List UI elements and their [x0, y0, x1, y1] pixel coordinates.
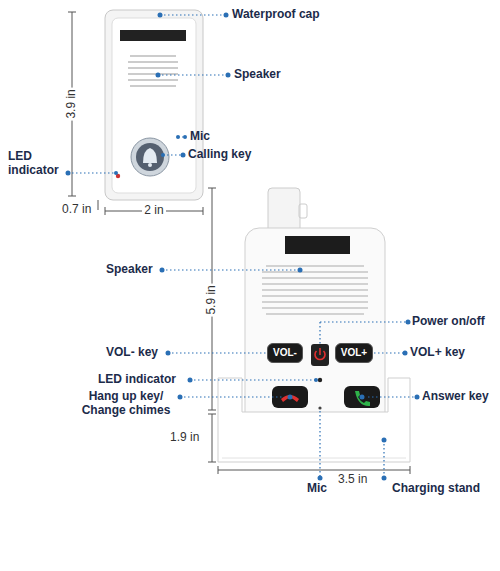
button-text: VOL-	[273, 347, 297, 359]
part-label: Calling key	[188, 148, 251, 162]
part-label: VOL- key	[106, 346, 158, 360]
part-label: VOL+ key	[410, 346, 465, 360]
dimension-label: 2 in	[142, 204, 165, 218]
dimension-label: 0.7 in	[60, 203, 93, 217]
part-label: Answer key	[422, 390, 489, 404]
dimension-label: 3.5 in	[336, 473, 369, 487]
receiver-unit	[245, 188, 385, 443]
dimension-label: 1.9 in	[168, 431, 201, 445]
part-label: Speaker	[106, 263, 153, 277]
part-label: Charging stand	[392, 482, 480, 496]
part-label: Mic	[307, 482, 327, 496]
part-label: Hang up key/ Change chimes	[74, 390, 178, 418]
dimension-lines	[68, 12, 410, 474]
leader-lines	[68, 15, 417, 478]
volume-button: VOL-	[267, 343, 303, 363]
leader-dots	[66, 13, 420, 481]
part-label: Speaker	[234, 68, 281, 82]
charging-stand	[218, 378, 410, 462]
doorbell-unit	[105, 10, 203, 200]
part-label: Waterproof cap	[232, 8, 320, 22]
part-label: LED indicator	[98, 373, 176, 387]
volume-button: VOL+	[335, 343, 373, 363]
button-text: VOL+	[341, 347, 367, 359]
part-label: LED indicator	[8, 150, 68, 178]
dimension-label: 3.9 in	[65, 87, 79, 120]
part-label: Power on/off	[412, 315, 485, 329]
part-label: Mic	[190, 130, 210, 144]
dimension-label: 5.9 in	[205, 283, 219, 316]
